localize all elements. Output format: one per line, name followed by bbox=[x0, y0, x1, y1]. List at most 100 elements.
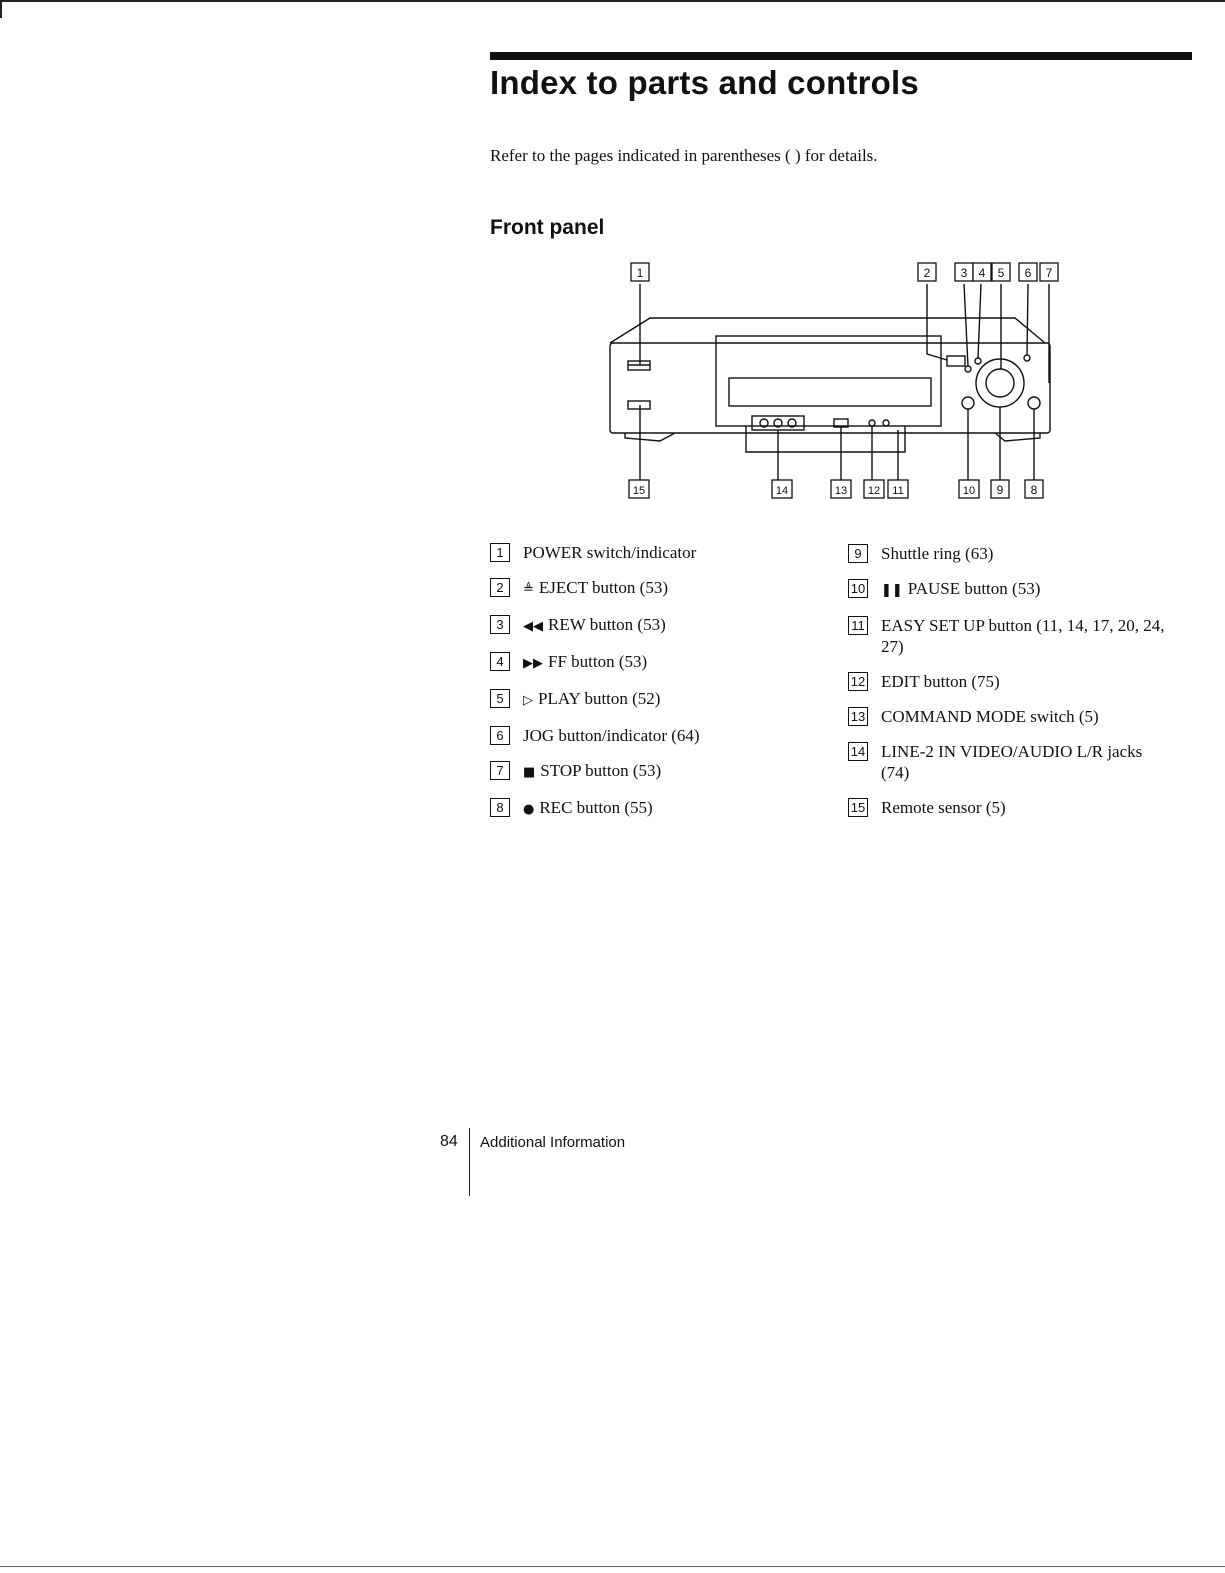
pause-icon: ❚❚ bbox=[881, 583, 903, 598]
svg-text:8: 8 bbox=[1031, 483, 1038, 497]
title-rule bbox=[490, 52, 1192, 60]
svg-text:13: 13 bbox=[835, 485, 847, 497]
svg-text:12: 12 bbox=[868, 485, 880, 497]
part-label: LINE-2 IN VIDEO/AUDIO L/R jacks (74) bbox=[881, 742, 1143, 782]
part-number: 15 bbox=[848, 798, 868, 817]
callout-13: 13 bbox=[830, 479, 852, 499]
part-item-8: 8 ● REC button (55) bbox=[490, 797, 810, 820]
eject-button bbox=[946, 355, 966, 367]
edit-button bbox=[868, 419, 876, 427]
callout-5: 5 bbox=[991, 262, 1011, 282]
footer-divider bbox=[469, 1128, 470, 1196]
svg-text:1: 1 bbox=[637, 266, 644, 280]
page-top-edge bbox=[0, 0, 1225, 2]
play-icon: ▷ bbox=[523, 693, 533, 708]
remote-sensor bbox=[627, 400, 651, 410]
cassette-bay bbox=[715, 335, 942, 427]
part-number: 6 bbox=[490, 726, 510, 745]
jog-dial bbox=[985, 368, 1015, 398]
callout-10: 10 bbox=[958, 479, 980, 499]
ff-button bbox=[974, 357, 982, 365]
part-number: 2 bbox=[490, 578, 510, 597]
vcr-left-foot bbox=[624, 432, 676, 442]
part-label: COMMAND MODE switch (5) bbox=[881, 707, 1099, 726]
part-label: FF button (53) bbox=[548, 652, 648, 671]
rewind-icon: ◀◀ bbox=[523, 619, 543, 634]
page-number: 84 bbox=[440, 1133, 458, 1150]
part-item-14: 14 LINE-2 IN VIDEO/AUDIO L/R jacks (74) bbox=[848, 741, 1168, 783]
part-item-4: 4▶▶FF button (53) bbox=[490, 651, 810, 674]
page-bottom-edge bbox=[0, 1566, 1225, 1567]
part-number: 9 bbox=[848, 544, 868, 563]
page-left-edge-mark bbox=[0, 0, 2, 18]
part-item-3: 3◀◀REW button (53) bbox=[490, 614, 810, 637]
part-number: 8 bbox=[490, 798, 510, 817]
callout-4: 4 bbox=[972, 262, 992, 282]
svg-text:11: 11 bbox=[892, 485, 903, 497]
callout-3: 3 bbox=[954, 262, 974, 282]
part-item-7: 7 ■ STOP button (53) bbox=[490, 760, 810, 783]
lower-flap bbox=[745, 426, 906, 453]
svg-text:14: 14 bbox=[776, 485, 788, 497]
callout-12: 12 bbox=[863, 479, 885, 499]
svg-text:3: 3 bbox=[961, 266, 968, 280]
part-number: 13 bbox=[848, 707, 868, 726]
callout-11: 11 bbox=[887, 479, 909, 499]
svg-text:4: 4 bbox=[979, 266, 986, 280]
easy-set-up-button bbox=[882, 419, 890, 427]
callout-1: 1 bbox=[630, 262, 650, 282]
part-number: 14 bbox=[848, 742, 868, 761]
part-label: REC button (55) bbox=[539, 798, 653, 817]
part-number: 12 bbox=[848, 672, 868, 691]
svg-text:9: 9 bbox=[997, 483, 1004, 497]
part-label: Remote sensor (5) bbox=[881, 798, 1006, 817]
part-number: 10 bbox=[848, 579, 868, 598]
cassette-slot bbox=[728, 377, 932, 407]
svg-text:10: 10 bbox=[963, 485, 975, 497]
page-title: Index to parts and controls bbox=[490, 64, 919, 101]
svg-text:6: 6 bbox=[1025, 266, 1032, 280]
svg-text:2: 2 bbox=[924, 266, 931, 280]
stop-icon: ■ bbox=[523, 765, 536, 780]
vcr-top-outline bbox=[609, 317, 1046, 344]
rec-button bbox=[1027, 396, 1041, 410]
part-item-2: 2≜EJECT button (53) bbox=[490, 577, 810, 600]
part-number: 7 bbox=[490, 761, 510, 780]
part-item-10: 10 ❚❚ PAUSE button (53) bbox=[848, 578, 1168, 601]
rew-button bbox=[964, 365, 972, 373]
part-label: STOP button (53) bbox=[540, 761, 662, 780]
callout-7: 7 bbox=[1039, 262, 1059, 282]
part-label: PAUSE button (53) bbox=[907, 579, 1041, 598]
part-item-5: 5 ▷ PLAY button (52) bbox=[490, 688, 810, 711]
part-label: PLAY button (52) bbox=[538, 689, 661, 708]
svg-text:5: 5 bbox=[998, 266, 1005, 280]
callout-15: 15 bbox=[628, 479, 650, 499]
part-label: REW button (53) bbox=[548, 615, 666, 634]
callout-2: 2 bbox=[917, 262, 937, 282]
part-label: EASY SET UP button (11, 14, 17, 20, 24, … bbox=[881, 616, 1165, 656]
eject-icon: ≜ bbox=[523, 582, 534, 597]
section-heading-front-panel: Front panel bbox=[490, 216, 605, 239]
part-number: 5 bbox=[490, 689, 510, 708]
shuttle-ring bbox=[975, 358, 1025, 408]
audio-l-jack bbox=[773, 418, 783, 428]
callout-8: 8 bbox=[1024, 479, 1044, 499]
record-icon: ● bbox=[523, 802, 535, 817]
pause-button bbox=[961, 396, 975, 410]
svg-text:7: 7 bbox=[1046, 266, 1053, 280]
part-item-15: 15 Remote sensor (5) bbox=[848, 797, 1168, 818]
jog-indicator bbox=[1023, 354, 1031, 362]
callout-9: 9 bbox=[990, 479, 1010, 499]
part-number: 4 bbox=[490, 652, 510, 671]
callout-14: 14 bbox=[771, 479, 793, 499]
callout-6: 6 bbox=[1018, 262, 1038, 282]
intro-text: Refer to the pages indicated in parenthe… bbox=[490, 146, 878, 165]
vcr-front-panel-diagram: 1 2 3 4 5 6 7 8 9 10 11 12 13 14 15 bbox=[609, 262, 1059, 499]
vcr-body bbox=[609, 342, 1051, 434]
